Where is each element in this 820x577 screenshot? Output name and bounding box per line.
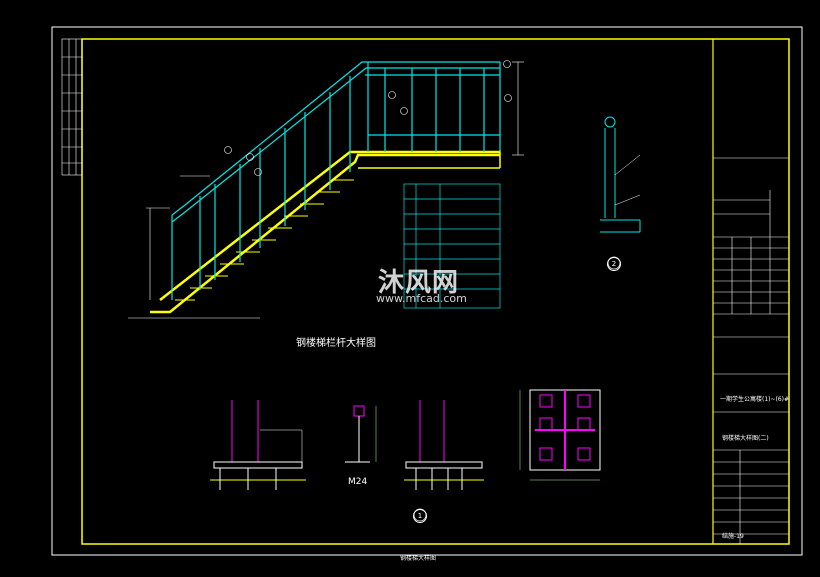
bolt-detail xyxy=(345,405,377,463)
baluster-detail xyxy=(600,116,641,233)
stair-treads xyxy=(175,179,354,301)
column-base-2 xyxy=(404,400,484,490)
title-block xyxy=(712,39,789,544)
stair-railing xyxy=(171,61,501,300)
base-plate-plan xyxy=(519,389,601,481)
drawing-frame xyxy=(81,38,790,545)
detail-mark-2: 2 xyxy=(607,257,621,271)
watermark-url: www.mfcad.com xyxy=(376,292,467,305)
title-block-project: 一期学生公寓楼(1)~(6)# xyxy=(720,396,790,403)
detail-mark-1: 1 xyxy=(413,509,427,523)
parts-table xyxy=(403,183,501,309)
column-base-1 xyxy=(210,400,306,490)
sheet-name: 钢楼梯大样图 xyxy=(400,555,437,562)
left-margin-table xyxy=(61,38,83,176)
title-block-drawing-title: 钢楼梯大样图(二) xyxy=(722,435,769,442)
drawing-caption: 钢楼梯栏杆大样图 xyxy=(296,338,376,349)
title-block-drawing-number: 结施-19 xyxy=(722,533,744,540)
watermark-brand: 沐风网 xyxy=(378,268,460,298)
bolt-label: M24 xyxy=(348,477,368,487)
sheet-outer-border xyxy=(51,26,803,556)
railing-labels xyxy=(128,60,524,319)
